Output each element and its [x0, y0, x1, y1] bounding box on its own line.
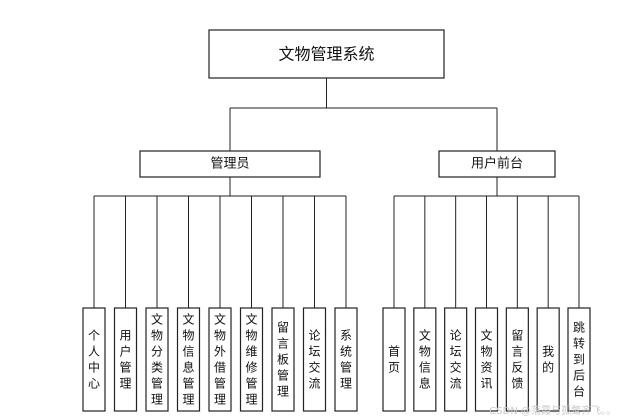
branch-node-0-label: 管理员	[210, 157, 249, 172]
watermark: CSDN @落霞与孤鹜齐飞。。	[489, 406, 616, 417]
leaf-node-0-6: 留言板管理	[271, 307, 295, 412]
leaf-node-1-2: 论坛交流	[444, 307, 468, 412]
leaf-node-1-3-label: 文物资讯	[480, 328, 492, 391]
leaf-node-0-2: 文物分类管理	[145, 307, 169, 412]
leaf-node-1-2-box	[444, 307, 468, 412]
leaf-node-0-7-box	[302, 307, 327, 412]
leaf-node-0-4: 文物外借管理	[208, 307, 232, 412]
leaf-node-0-1-box	[113, 307, 138, 412]
branch-node-1-label: 用户前台	[471, 156, 523, 172]
leaf-node-0-5-box	[239, 307, 264, 412]
leaf-node-1-0-box	[382, 307, 406, 412]
leaf-node-0-2-box	[145, 307, 169, 412]
branch-node-0: 管理员	[139, 150, 321, 178]
leaf-node-0-6-box	[271, 307, 295, 412]
leaf-node-1-6: 跳转到后台	[567, 307, 591, 412]
leaf-node-1-4-label: 留言反馈	[511, 329, 523, 391]
root-node: 文物管理系统	[208, 29, 445, 79]
leaf-node-0-8-box	[334, 307, 358, 412]
leaf-node-1-5-label: 我的	[542, 345, 554, 375]
branch-node-0-box	[139, 150, 321, 178]
leaf-node-0-8-label: 系统管理	[340, 329, 352, 391]
leaf-node-0-5-label: 文物维修管理	[245, 312, 257, 407]
root-node-box	[208, 29, 445, 79]
leaf-node-0-0-label: 个人中心	[88, 329, 100, 391]
leaf-node-0-7: 论坛交流	[302, 307, 327, 412]
leaf-node-1-1: 文物信息	[413, 307, 437, 412]
leaf-node-1-2-label: 论坛交流	[450, 329, 462, 391]
leaf-node-0-1-label: 用户管理	[119, 329, 131, 391]
leaf-node-0-5: 文物维修管理	[239, 307, 264, 412]
leaf-node-0-4-box	[208, 307, 232, 412]
leaf-node-0-3: 文物信息管理	[176, 307, 201, 412]
leaf-node-0-3-label: 文物信息管理	[182, 312, 194, 407]
leaf-node-1-1-label: 文物信息	[419, 328, 431, 391]
leaf-node-1-5-box	[536, 307, 560, 412]
leaf-node-1-4-box	[505, 307, 529, 412]
branch-node-1-box	[438, 150, 556, 178]
branch-node-1: 用户前台	[438, 150, 556, 178]
leaf-node-0-0: 个人中心	[82, 307, 106, 412]
leaf-node-0-8: 系统管理	[334, 307, 358, 412]
leaf-node-1-3: 文物资讯	[474, 307, 499, 412]
leaf-node-1-6-label: 跳转到后台	[573, 321, 585, 399]
leaf-node-0-4-label: 文物外借管理	[214, 312, 226, 407]
leaf-node-0-6-label: 留言板管理	[277, 321, 289, 399]
leaf-node-1-4: 留言反馈	[505, 307, 529, 412]
leaf-node-1-1-box	[413, 307, 437, 412]
leaf-node-1-0: 首页	[382, 307, 406, 412]
leaf-node-0-1: 用户管理	[113, 307, 138, 412]
leaf-node-0-2-label: 文物分类管理	[151, 312, 163, 407]
leaf-node-1-6-box	[567, 307, 591, 412]
leaf-node-1-3-box	[474, 307, 499, 412]
root-node-label: 文物管理系统	[278, 45, 374, 64]
leaf-node-1-0-label: 首页	[388, 345, 400, 375]
leaf-node-0-0-box	[82, 307, 106, 412]
leaf-node-0-3-box	[176, 307, 201, 412]
leaf-node-0-7-label: 论坛交流	[308, 329, 320, 391]
leaf-node-1-5: 我的	[536, 307, 560, 412]
diagram-edges	[93, 78, 580, 308]
